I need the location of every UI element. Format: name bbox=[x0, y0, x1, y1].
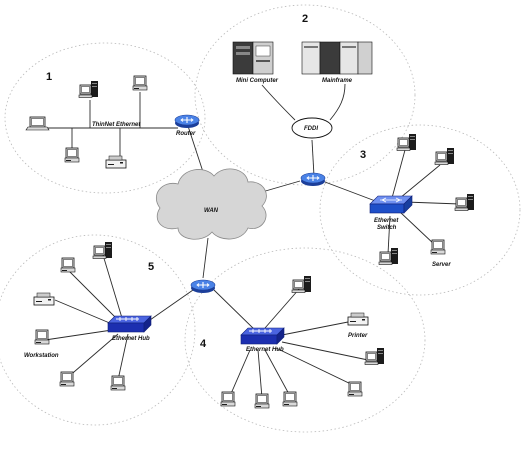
desktop-pc-icon bbox=[34, 329, 50, 345]
zone-4-number: 4 bbox=[200, 338, 207, 350]
desktop-pc-icon bbox=[59, 371, 75, 387]
zone-3-boundary bbox=[319, 124, 521, 296]
desktop-pc-icon bbox=[220, 391, 236, 407]
desktop-pc-icon bbox=[282, 391, 298, 407]
ethernet-hub-icon bbox=[240, 327, 285, 345]
ethernet-hub-5-label: Ethernet Hub bbox=[112, 336, 150, 342]
zone-3-number: 3 bbox=[360, 149, 366, 161]
fddi-ring: FDDI bbox=[291, 117, 333, 139]
router-icon bbox=[174, 114, 200, 129]
router-icon bbox=[190, 279, 216, 294]
desktop-pc-icon bbox=[396, 133, 417, 151]
wan-cloud: WAN bbox=[155, 168, 267, 240]
ethernet-switch-icon bbox=[369, 195, 413, 214]
zone-2-number: 2 bbox=[302, 13, 308, 25]
desktop-pc-icon bbox=[254, 393, 270, 409]
printer-label: Printer bbox=[348, 333, 368, 339]
ethernet-hub-4-label: Ethernet Hub bbox=[246, 347, 284, 353]
desktop-pc-icon bbox=[364, 347, 385, 365]
workstation-label: Workstation bbox=[24, 353, 59, 359]
network-links bbox=[40, 83, 461, 399]
fddi-label: FDDI bbox=[304, 126, 318, 132]
desktop-pc-icon bbox=[92, 241, 113, 259]
mini-computer-icon bbox=[232, 41, 274, 75]
ethernet-switch-label-line1: Ethernet bbox=[374, 218, 399, 224]
zone-1-number: 1 bbox=[46, 71, 52, 83]
laptop-icon bbox=[25, 116, 50, 131]
wan-label: WAN bbox=[204, 208, 219, 214]
mini-computer-label: Mini Computer bbox=[236, 78, 279, 84]
printer-icon bbox=[105, 155, 127, 169]
thinnet-ethernet-label: ThinNet Ethernet bbox=[92, 122, 141, 128]
desktop-pc-icon bbox=[132, 75, 148, 91]
desktop-pc-icon bbox=[434, 147, 455, 165]
desktop-pc-icon bbox=[430, 239, 446, 255]
desktop-pc-icon bbox=[347, 381, 363, 397]
desktop-pc-icon bbox=[291, 275, 312, 293]
desktop-pc-icon bbox=[60, 257, 76, 273]
server-label: Server bbox=[432, 262, 451, 268]
mainframe-label: Mainframe bbox=[322, 78, 353, 84]
zone-1-boundary bbox=[4, 42, 206, 194]
desktop-pc-icon bbox=[78, 80, 99, 98]
desktop-pc-icon bbox=[64, 147, 80, 163]
zone-2-boundary bbox=[194, 4, 416, 186]
printer-icon bbox=[347, 312, 369, 326]
zone-4-boundary bbox=[184, 247, 426, 433]
mainframe-icon bbox=[301, 41, 373, 75]
router-icon bbox=[300, 172, 326, 187]
router-label: Router bbox=[176, 131, 196, 137]
ethernet-switch-label-line2: Switch bbox=[377, 225, 397, 231]
ethernet-hub-icon bbox=[107, 315, 152, 333]
zone-5-number: 5 bbox=[148, 261, 154, 273]
zone-5-boundary bbox=[0, 234, 196, 426]
desktop-pc-icon bbox=[454, 193, 475, 211]
printer-icon bbox=[33, 292, 55, 306]
desktop-pc-icon bbox=[110, 375, 126, 391]
